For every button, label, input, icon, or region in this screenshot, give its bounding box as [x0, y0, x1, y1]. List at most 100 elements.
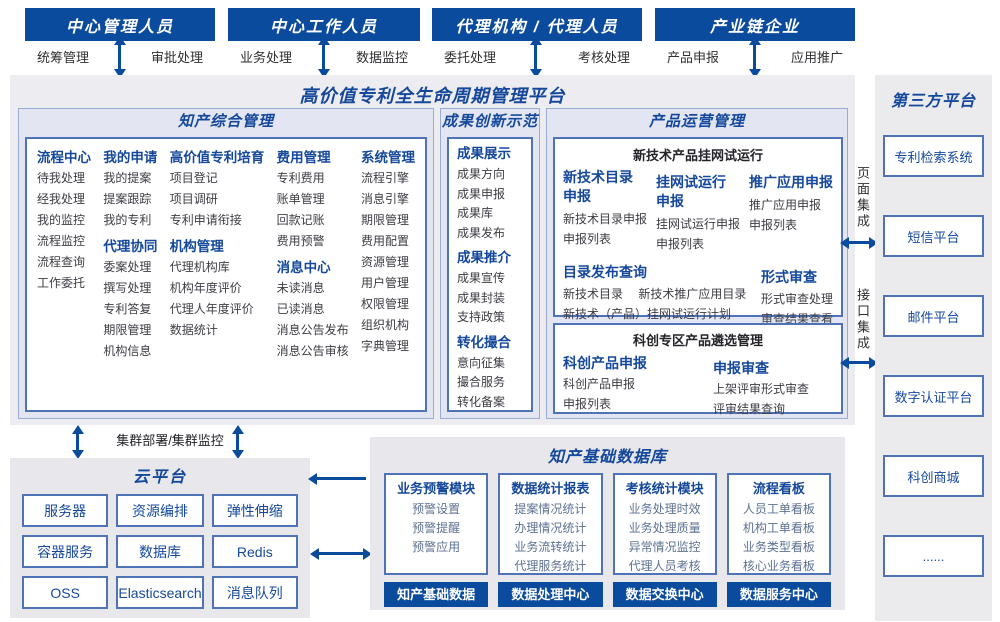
section-title: 成果创新示范 — [441, 113, 538, 130]
role-bar-center-staff: 中心工作人员 — [228, 8, 420, 41]
menu-item: 已读消息 — [276, 302, 325, 316]
module-items: 形式审查处理审查结果查看 — [761, 289, 833, 329]
menu-item: 未读消息 — [276, 281, 325, 295]
database-module: 业务预警模块 预警设置预警提醒预警应用 知产基础数据 — [384, 473, 489, 607]
cloud-service-cell: OSS — [22, 576, 109, 609]
section-ip-management: 知产综合管理 流程中心 待我处理经我处理我的监控流程监控流程查询工作委托 我的申… — [18, 108, 434, 419]
module-card: 数据统计报表 提案情况统计办理情况统计业务流转统计代理服务统计 — [498, 473, 603, 575]
role-labels-center-managers: 统筹管理 审批处理 — [25, 46, 215, 66]
menu-item: 申报列表 — [656, 237, 705, 251]
menu-item: 预警设置 — [412, 502, 461, 516]
third-party-system: 专利检索系统 — [883, 135, 984, 177]
menu-item: 新技术目录申报 — [563, 212, 648, 226]
module-header: 目录发布查询 — [563, 264, 647, 280]
module-items: 新技术目录申报申报列表 — [563, 209, 647, 249]
double-arrow-icon — [231, 425, 244, 459]
menu-item: 费用预警 — [276, 234, 325, 248]
menu-item: 撮合服务 — [457, 375, 506, 389]
module-block: 消息中心 未读消息已读消息消息公告发布消息公告审核 — [277, 257, 349, 362]
menu-item: 预警应用 — [412, 540, 461, 554]
module-header: 我的申请 — [103, 150, 158, 165]
third-party-items: 专利检索系统短信平台邮件平台数字认证平台科创商城...... — [875, 135, 992, 577]
cloud-service-cell: Elasticsearch — [116, 576, 204, 609]
menu-item: 评审结果查询 — [713, 402, 786, 416]
database-badge: 知产基础数据 — [384, 582, 489, 607]
trial-run-subsection: 新技术产品挂网试运行 新技术目录 申报 新技术目录申报申报列表 挂网试运行 申报… — [553, 137, 843, 326]
third-party-system: 科创商城 — [883, 455, 984, 497]
menu-item: 异常情况监控 — [628, 540, 701, 554]
menu-item: 机构年度评价 — [169, 281, 242, 295]
menu-item: 专利费用 — [276, 171, 325, 185]
menu-item: 专利申请衔接 — [169, 213, 242, 227]
module-header: 科创产品申报 — [563, 355, 647, 371]
module-items: 项目登记项目调研专利申请衔接 — [170, 168, 265, 231]
module-header: 机构管理 — [169, 239, 224, 254]
menu-item: 组织机构 — [360, 318, 409, 332]
menu-item: 权限管理 — [360, 297, 409, 311]
third-party-title: 第三方平台 — [890, 93, 976, 110]
role-labels-center-staff: 业务处理 数据监控 — [228, 46, 420, 66]
module-header: 挂网试运行 申报 — [656, 174, 726, 209]
menu-item: 上架评审形式审查 — [713, 382, 810, 396]
database-modules: 业务预警模块 预警设置预警提醒预警应用 知产基础数据 数据统计报表 提案情况统计… — [370, 467, 845, 607]
third-party-system: 邮件平台 — [883, 295, 984, 337]
menu-item: 人员工单看板 — [742, 502, 815, 516]
module-header: 流程看板 — [752, 481, 805, 496]
role-label: 应用推广 — [790, 49, 843, 65]
platform-panel: 高价值专利全生命周期管理平台 知产综合管理 流程中心 待我处理经我处理我的监控流… — [10, 75, 855, 425]
subsection-title: 科创专区产品遴选管理 — [632, 333, 763, 348]
menu-item: 推广应用申报 — [749, 198, 822, 212]
menu-item: 提案情况统计 — [514, 502, 587, 516]
module-items: 成果方向成果申报成果库成果发布 — [457, 165, 531, 243]
role-labels-agencies: 委托处理 考核处理 — [432, 46, 642, 66]
module-header: 流程中心 — [37, 150, 91, 165]
menu-item: 用户管理 — [360, 276, 409, 290]
menu-item: 代理机构库 — [169, 260, 230, 274]
database-module: 考核统计模块 业务处理时效业务处理质量异常情况监控代理人员考核 数据交换中心 — [612, 473, 717, 607]
module-header: 成果展示 — [457, 146, 511, 161]
platform-title: 高价值专利全生命周期管理平台 — [299, 86, 566, 106]
module-block: 费用管理 专利费用账单管理回款记账费用预警 — [277, 147, 349, 252]
double-arrow-icon — [840, 356, 878, 369]
module-header: 推广应用申报 — [749, 174, 833, 190]
module-block: 科创产品申报 科创产品申报申报列表 — [563, 352, 713, 419]
menu-item: 专利答复 — [103, 302, 152, 316]
double-arrow-icon — [310, 547, 372, 560]
menu-item: 申报列表 — [563, 232, 612, 246]
menu-item: 消息公告发布 — [276, 323, 349, 337]
menu-item: 挂网试运行申报 — [656, 217, 741, 231]
menu-item: 代理服务统计 — [514, 559, 587, 573]
module-items: 推广应用申报申报列表 — [749, 195, 833, 235]
module-column: 流程中心 待我处理经我处理我的监控流程监控流程查询工作委托 — [37, 147, 91, 410]
module-items: 委案处理撰写处理专利答复期限管理机构信息 — [103, 257, 157, 362]
module-block: 系统管理 流程引擎消息引擎期限管理费用配置资源管理用户管理权限管理组织机构字典管… — [361, 147, 415, 357]
module-column: 我的申请 我的提案提案跟踪我的专利 代理协同 委案处理撰写处理专利答复期限管理机… — [103, 147, 157, 410]
role-labels-industry-chain: 产品申报 应用推广 — [655, 46, 855, 66]
module-block: 推广应用申报 推广应用申报申报列表 — [749, 173, 833, 254]
ip-database-panel: 知产基础数据库 业务预警模块 预警设置预警提醒预警应用 知产基础数据 数据统计报… — [370, 437, 845, 610]
menu-item: 费用配置 — [360, 234, 409, 248]
cloud-service-cell: 数据库 — [116, 535, 204, 568]
menu-item: 消息公告审核 — [276, 344, 349, 358]
module-header: 高价值专利培育 — [169, 150, 265, 165]
module-header: 数据统计报表 — [511, 481, 590, 496]
module-header: 考核统计模块 — [625, 481, 704, 496]
module-column: 费用管理 专利费用账单管理回款记账费用预警 消息中心 未读消息已读消息消息公告发… — [277, 147, 349, 410]
menu-item: 业务流转统计 — [514, 540, 587, 554]
menu-item: 预警提醒 — [412, 521, 461, 535]
section-product-operations: 产品运营管理 新技术产品挂网试运行 新技术目录 申报 新技术目录申报申报列表 挂… — [546, 108, 848, 419]
page-integration-label: 页面集成 — [855, 166, 870, 230]
double-arrow-icon — [113, 36, 126, 78]
cloud-service-cell: 服务器 — [22, 494, 109, 527]
role-label: 审批处理 — [150, 49, 203, 65]
menu-item: 机构工单看板 — [742, 521, 815, 535]
third-party-system: 短信平台 — [883, 215, 984, 257]
module-header: 申报审查 — [713, 360, 769, 376]
module-items: 挂网试运行申报申报列表 — [656, 214, 740, 254]
menu-item: 待我处理 — [37, 171, 86, 185]
ip-database-title: 知产基础数据库 — [547, 449, 667, 466]
subsection-title: 新技术产品挂网试运行 — [632, 148, 763, 163]
cluster-label: 集群部署/集群监控 — [116, 433, 224, 448]
api-integration-label: 接口集成 — [855, 288, 870, 352]
